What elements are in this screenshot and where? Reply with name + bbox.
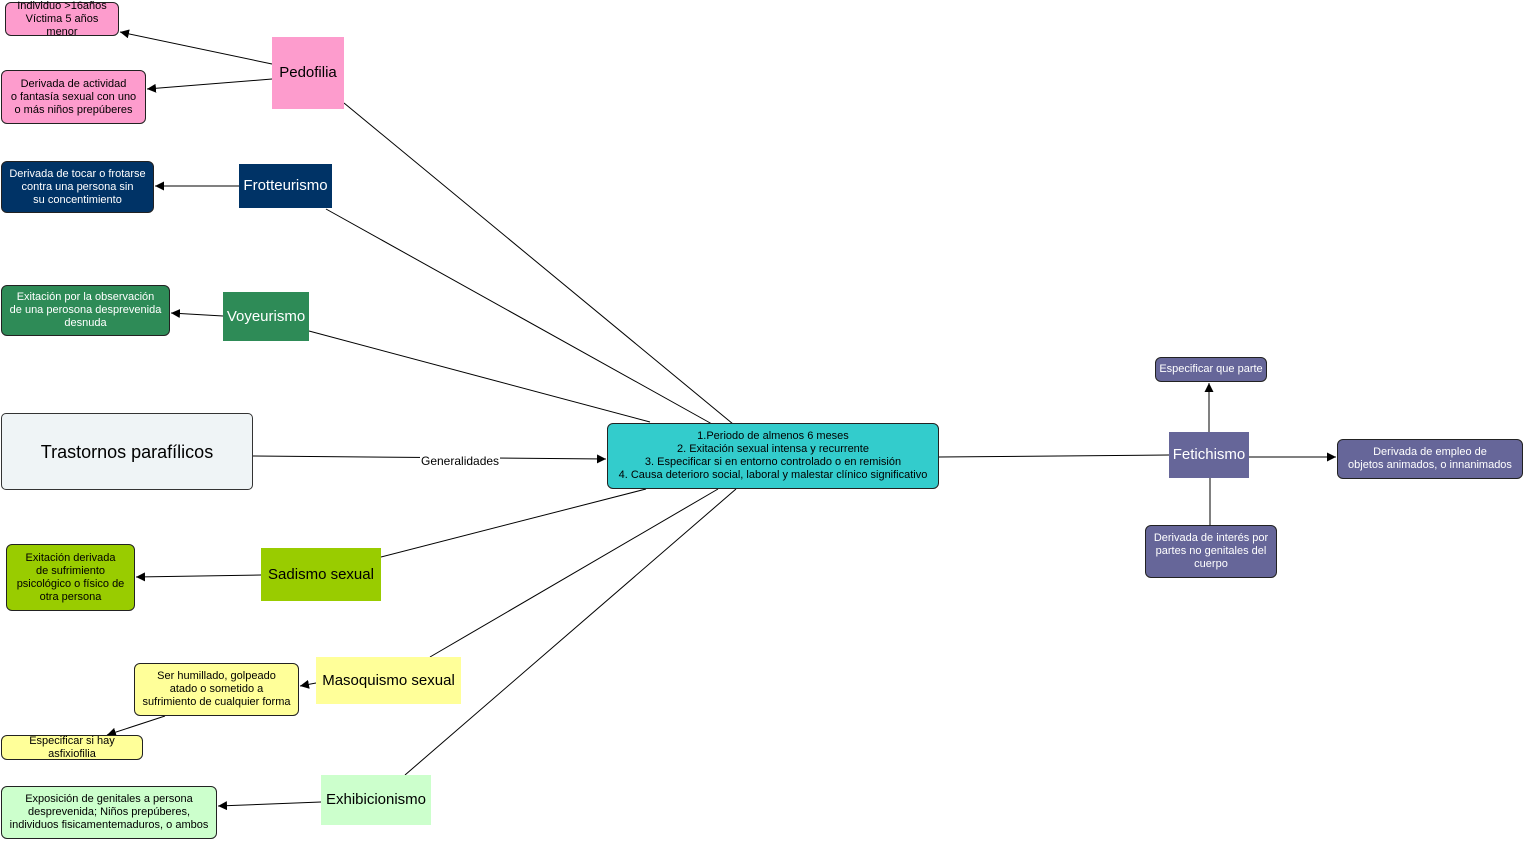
fetichismo-detail-specify[interactable]: Especificar que parte [1155,357,1267,382]
edge-center-to-exhibicionismo [404,488,737,776]
exhibicionismo-detail-label: Exposición de genitales a persona despre… [9,793,209,831]
voyeurismo-detail[interactable]: Exitación por la observación de una pero… [1,285,170,336]
edge-center-to-voyeurismo [308,330,651,423]
edge-pedofilia-to-pedofilia_d1 [119,29,273,65]
frotteurismo-detail-label: Derivada de tocar o frotarse contra una … [9,167,146,206]
masoquismo-detail-asfixiofilia-label: Especificar si hay asfixiofilia [29,734,115,760]
edge-exhibicionismo-to-exhibicionismo_d [217,801,322,811]
root-node-label: Trastornos parafílicos [40,441,214,462]
edge-pedofilia-to-pedofilia_d2 [146,78,273,93]
edge-center-to-sadismo [380,488,647,558]
edge-masoquismo_d-to-masoquismo_d2 [106,715,166,737]
edge-center-to-pedofilia [343,102,734,425]
sadismo-detail[interactable]: Exitación derivada de sufrimiento psicol… [6,544,135,611]
edge-masoquismo-to-masoquismo_d [299,679,317,689]
fetichismo-node[interactable]: Fetichismo [1169,432,1249,478]
edge-center-to-fetichismo [938,454,1170,458]
fetichismo-detail-body-parts[interactable]: Derivada de interés por partes no genita… [1145,525,1277,578]
fetichismo-detail-objects[interactable]: Derivada de empleo de objetos animados, … [1337,439,1523,479]
fetichismo-label: Fetichismo [1172,446,1246,463]
masoquismo-node[interactable]: Masoquismo sexual [316,657,461,704]
frotteurismo-node[interactable]: Frotteurismo [239,164,332,208]
sadismo-detail-label: Exitación derivada de sufrimiento psicol… [16,551,125,603]
masoquismo-detail-label: Ser humillado, golpeado atado o sometido… [142,670,291,708]
exhibicionismo-label: Exhibicionismo [325,791,427,808]
edge-voyeurismo-to-voyeurismo_d [170,309,224,319]
fetichismo-detail-specify-label: Especificar que parte [1159,363,1263,375]
voyeurismo-detail-label: Exitación por la observación de una pero… [9,291,162,329]
pedofilia-detail-activity[interactable]: Derivada de actividad o fantasía sexual … [1,70,146,124]
voyeurismo-node[interactable]: Voyeurismo [223,292,309,341]
frotteurismo-label: Frotteurismo [243,177,328,194]
center-node-label: 1.Periodo de almenos 6 meses 2. Exitació… [618,430,928,481]
voyeurismo-label: Voyeurismo [226,307,306,325]
center-node[interactable]: 1.Periodo de almenos 6 meses 2. Exitació… [607,423,939,489]
fetichismo-detail-body-parts-label: Derivada de interés por partes no genita… [1153,532,1269,570]
fetichismo-detail-objects-label: Derivada de empleo de objetos animados, … [1348,446,1512,471]
edge-center-to-frotteurismo [325,208,713,425]
exhibicionismo-detail[interactable]: Exposición de genitales a persona despre… [1,786,217,839]
pedofilia-detail-activity-label: Derivada de actividad o fantasía sexual … [10,77,137,116]
pedofilia-node[interactable]: Pedofilia [272,37,344,109]
masoquismo-detail[interactable]: Ser humillado, golpeado atado o sometido… [134,663,299,716]
pedofilia-label: Pedofilia [279,64,337,81]
edge-label-generalidades: Generalidades [420,454,501,468]
sadismo-label: Sadismo sexual [268,565,374,583]
pedofilia-detail-age[interactable]: Individuo >16años Víctima 5 años menor [5,0,119,38]
root-node[interactable]: Trastornos parafílicos [1,413,253,490]
frotteurismo-detail[interactable]: Derivada de tocar o frotarse contra una … [1,161,154,213]
exhibicionismo-node[interactable]: Exhibicionismo [321,775,431,825]
masoquismo-detail-asfixiofilia[interactable]: Especificar si hay asfixiofilia [1,735,143,760]
sadismo-node[interactable]: Sadismo sexual [261,548,381,601]
masoquismo-label: Masoquismo sexual [322,671,455,689]
pedofilia-detail-age-label: Individuo >16años Víctima 5 años menor [17,0,107,38]
edge-sadismo-to-sadismo_d [135,572,262,582]
edge-center-to-masoquismo [429,488,719,658]
